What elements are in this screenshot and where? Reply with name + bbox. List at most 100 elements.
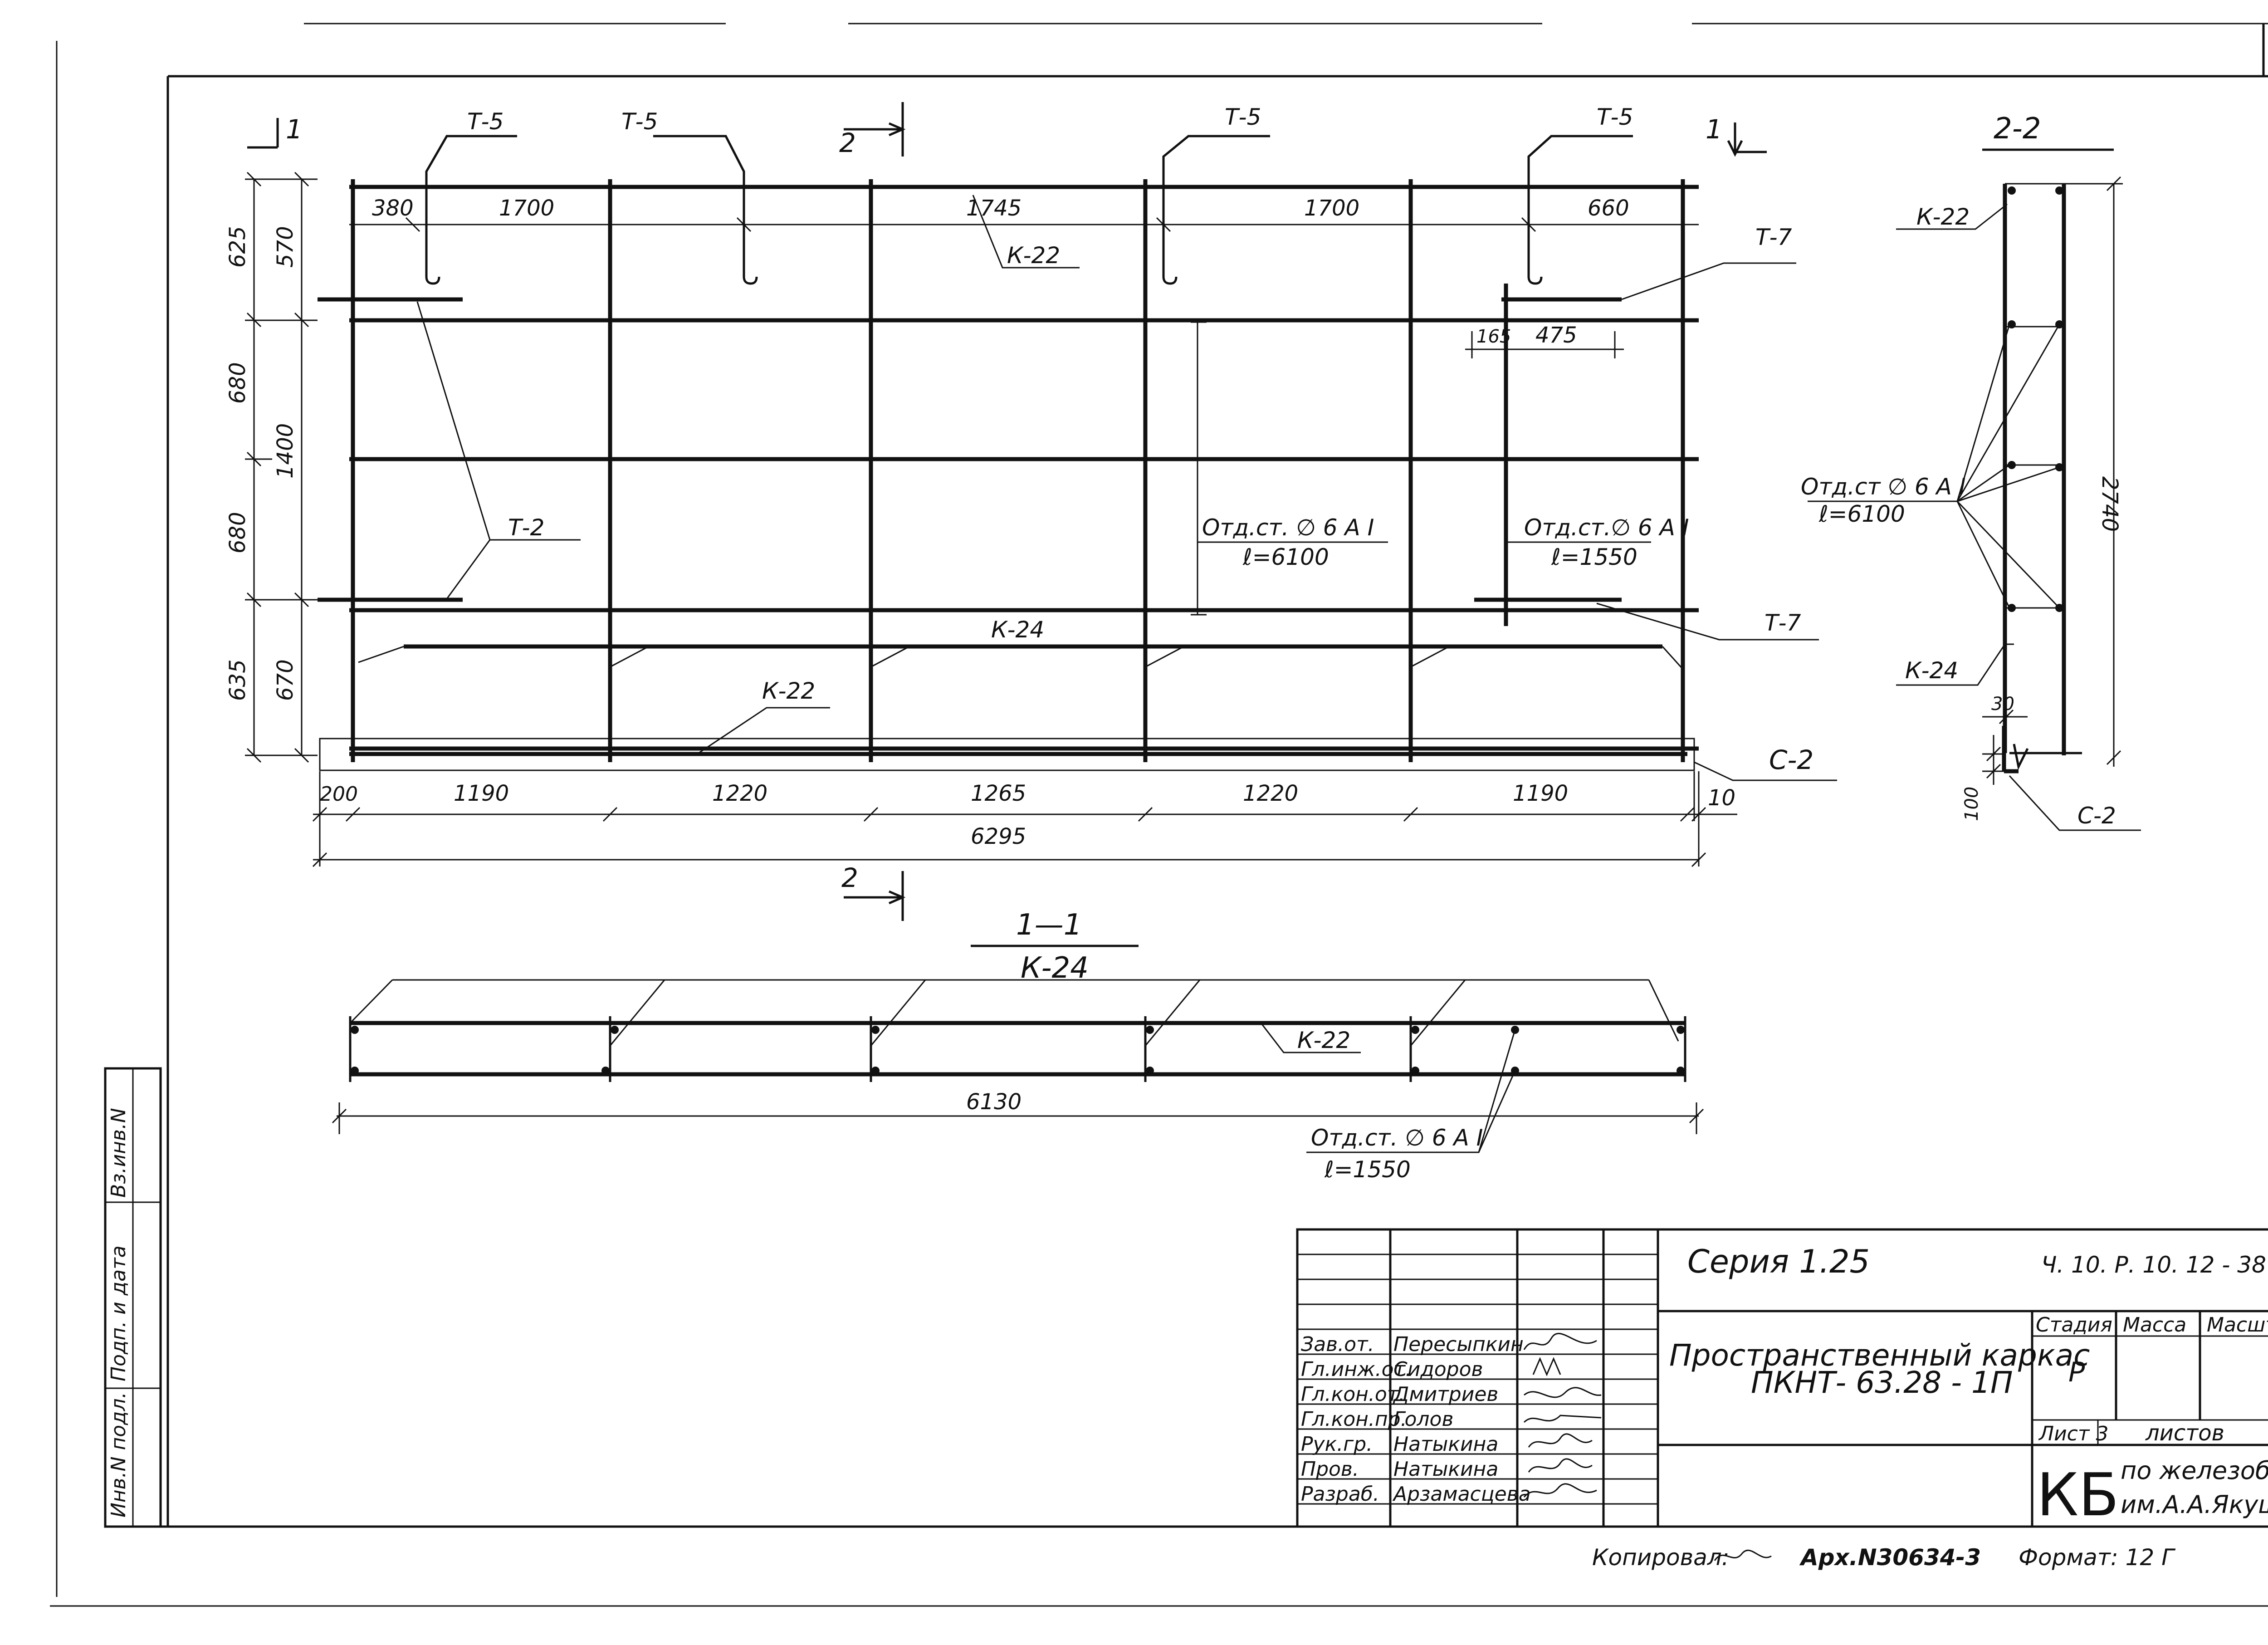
top-dim: 1700 [1304,196,1359,221]
rod-label-left: Отд.ст. ∅ 6 А I [1202,514,1374,541]
k22-bottom-label: К-22 [762,678,815,704]
dim-475: 475 [1535,323,1577,348]
archive-number: Арх.N30634-3 [1799,1544,1981,1571]
left-dim-outer: 635 [225,659,250,701]
vertical-bars [351,179,1685,762]
sheet-number: Лист 3 [2038,1422,2108,1445]
bottom-dim: 1220 [712,781,767,806]
bottom-dim: 1190 [454,781,509,806]
copied-label: Копировал: [1592,1544,1730,1571]
top-dim: 1700 [499,196,554,221]
t5-label: Т-5 [621,108,658,135]
section-mark-2-bottom: 2 [841,862,858,893]
total-length: 6295 [971,824,1026,849]
name: Голов [1393,1408,1453,1431]
bottom-dim: 10 [1708,785,1735,811]
section-2-2: 2-2 К-22 Отд.ст ∅ 6 А I ℓ=6100 [1801,112,2141,831]
name: Арзамасцева [1392,1483,1531,1506]
rod-label-right: Отд.ст.∅ 6 А I [1524,514,1689,541]
format-label: Формат: 12 Г [2019,1544,2176,1571]
header-stage: Стадия [2036,1313,2112,1337]
bottom-dim: 1220 [1243,781,1298,806]
section-1-1: 1—1 К-24 К-22 [332,908,1704,1183]
c2-strip [319,738,1695,771]
section-1-1-rod: Отд.ст. ∅ 6 А I [1311,1125,1483,1151]
name: Сидоров [1393,1358,1483,1381]
section-mark-1-right: 1 [1706,114,1722,145]
bottom-dim: 1190 [1513,781,1568,806]
title-block: Серия 1.25 Ч. 10. Р. 10. 12 - 38 П Прост… [1296,1228,2268,1529]
left-dim-inner: 570 [273,226,298,268]
c2-label: С-2 [1769,744,1813,775]
section-2-2-dim-30: 30 [1991,694,2014,715]
t5-label: Т-5 [1225,104,1261,130]
name: Дмитриев [1393,1383,1498,1406]
section-2-2-rod-length: ℓ=6100 [1818,501,1905,527]
bottom-dim: 1265 [971,781,1026,806]
t5-label: Т-5 [467,108,503,135]
section-2-2-k24: К-24 [1905,657,1958,684]
section-2-2-height: 2740 [2097,476,2122,532]
sheet-count: листов [2145,1420,2224,1446]
stage-value: Р [2068,1356,2085,1388]
rod-length-right: ℓ=1550 [1551,544,1637,570]
section-2-2-k22: К-22 [1916,204,1970,230]
left-dim-outer: 680 [225,512,250,553]
role: Пров. [1301,1458,1359,1481]
t5-hooks: Т-5 Т-5 Т-5 Т-5 [425,104,1633,285]
side-stamp-inv: Инв.N подл. [107,1392,130,1518]
header-mass: Масса [2123,1313,2186,1337]
left-dim-outer: 680 [225,362,250,404]
left-dim-inner: 670 [273,659,298,701]
t5-label: Т-5 [1597,104,1633,130]
side-stamp: Инв.N подл. Подп. и дата Вз.инв.N [104,1067,162,1528]
left-dim-inner: 1400 [273,423,298,479]
left-dim-outer: 625 [225,226,250,268]
signatures [1523,1332,1602,1498]
section-1-1-k22: К-22 [1297,1027,1350,1053]
section-mark-2-top: 2 [839,127,856,158]
org-name-line2: им.А.А.Якушева [2121,1490,2268,1519]
section-1-1-title: 1—1 [1016,908,1082,942]
elevation-view: 1 1 2 2 Т-5 Т-5 Т-5 Т-5 [225,102,1837,921]
dim-165: 165 [1476,326,1511,347]
section-2-2-c2: С-2 [2077,803,2116,829]
section-2-2-title: 2-2 [1994,112,2041,146]
section-mark-1-left: 1 [286,114,303,145]
k22-top-label: К-22 [1007,242,1060,269]
horizontal-bars [318,185,1699,751]
footer: Копировал: Арх.N30634-3 Формат: 12 Г [1592,1544,2176,1571]
side-stamp-sign: Подп. и дата [107,1245,130,1381]
org-name-line1: по железобетону [2121,1456,2268,1485]
header-scale: Масшт [2207,1313,2268,1337]
t2-label: Т-2 [508,514,544,541]
drawing-mark: ПКНТ- 63.28 - 1П [1751,1365,2013,1400]
role: Гл.инж.от. [1301,1358,1412,1381]
k24-label: К-24 [991,617,1044,643]
t7-top-label: Т-7 [1755,224,1792,250]
section-2-2-rod: Отд.ст ∅ 6 А I [1801,474,1965,500]
section-1-1-length: 6130 [966,1089,1022,1115]
top-dim: 380 [372,196,414,221]
name: Натыкина [1393,1433,1498,1456]
drawing-code: Ч. 10. Р. 10. 12 - 38 П [2041,1252,2268,1278]
bottom-dim: 200 [320,783,358,806]
top-dim: 660 [1588,196,1629,221]
role: Разраб. [1301,1483,1379,1506]
role: Зав.от. [1301,1333,1374,1356]
role: Гл.кон.от. [1301,1383,1405,1406]
copyist-signature [1714,1550,1772,1561]
section-2-2-dim-100: 100 [1961,787,1982,821]
t7-bottom-label: Т-7 [1765,610,1801,636]
role: Рук.гр. [1301,1433,1373,1456]
drawing-title: Пространственный каркас [1669,1338,2090,1373]
side-stamp-vzinv: Вз.инв.N [107,1108,130,1198]
role: Гл.кон.пр. [1301,1408,1407,1431]
section-1-1-rod-length: ℓ=1550 [1324,1156,1411,1183]
rod-length-left: ℓ=6100 [1242,544,1329,570]
org-logo: КБ [2037,1460,2119,1529]
series: Серия 1.25 [1687,1243,1870,1280]
name: Натыкина [1393,1458,1498,1481]
name: Пересыпкин [1393,1333,1524,1356]
